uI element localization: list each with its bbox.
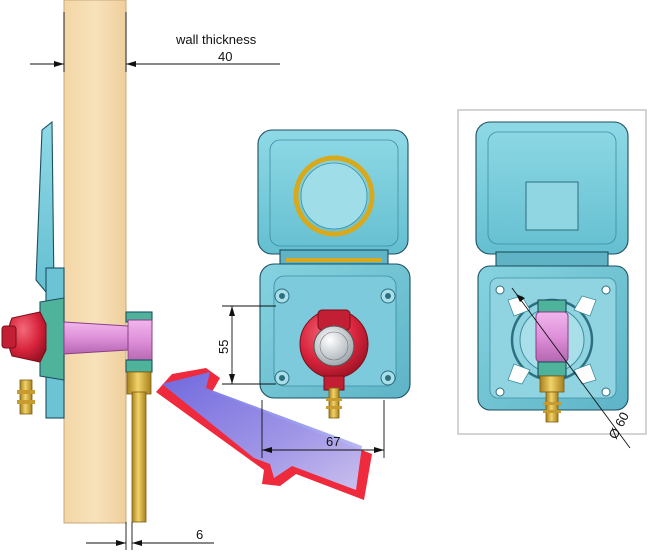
front-brass-outlet <box>328 387 340 419</box>
height-dimension: 55 <box>216 305 276 385</box>
lid-label-square <box>525 181 579 231</box>
side-brass-pipe <box>131 391 147 523</box>
side-regulator <box>7 311 47 363</box>
width-value: 67 <box>326 434 340 449</box>
open-connector <box>535 311 569 363</box>
side-lid <box>35 120 55 293</box>
pipe-offset-dimension: 6 <box>86 522 214 550</box>
side-union <box>127 319 153 363</box>
wall-thickness-value: 40 <box>218 49 232 64</box>
height-value: 55 <box>216 340 231 354</box>
front-view <box>257 129 411 419</box>
side-view <box>1 0 153 524</box>
width-dimension: 67 <box>261 400 385 458</box>
lid-window-ring <box>293 155 375 237</box>
wall-section <box>63 0 127 524</box>
side-brass-outlet <box>19 379 33 415</box>
open-brass-outlet <box>545 391 559 423</box>
open-view <box>457 109 647 435</box>
side-connector <box>63 321 139 355</box>
wall-thickness-dimension: wall thickness 40 <box>30 12 280 72</box>
pipe-offset-value: 6 <box>196 527 203 542</box>
wall-thickness-label: wall thickness <box>175 32 257 47</box>
